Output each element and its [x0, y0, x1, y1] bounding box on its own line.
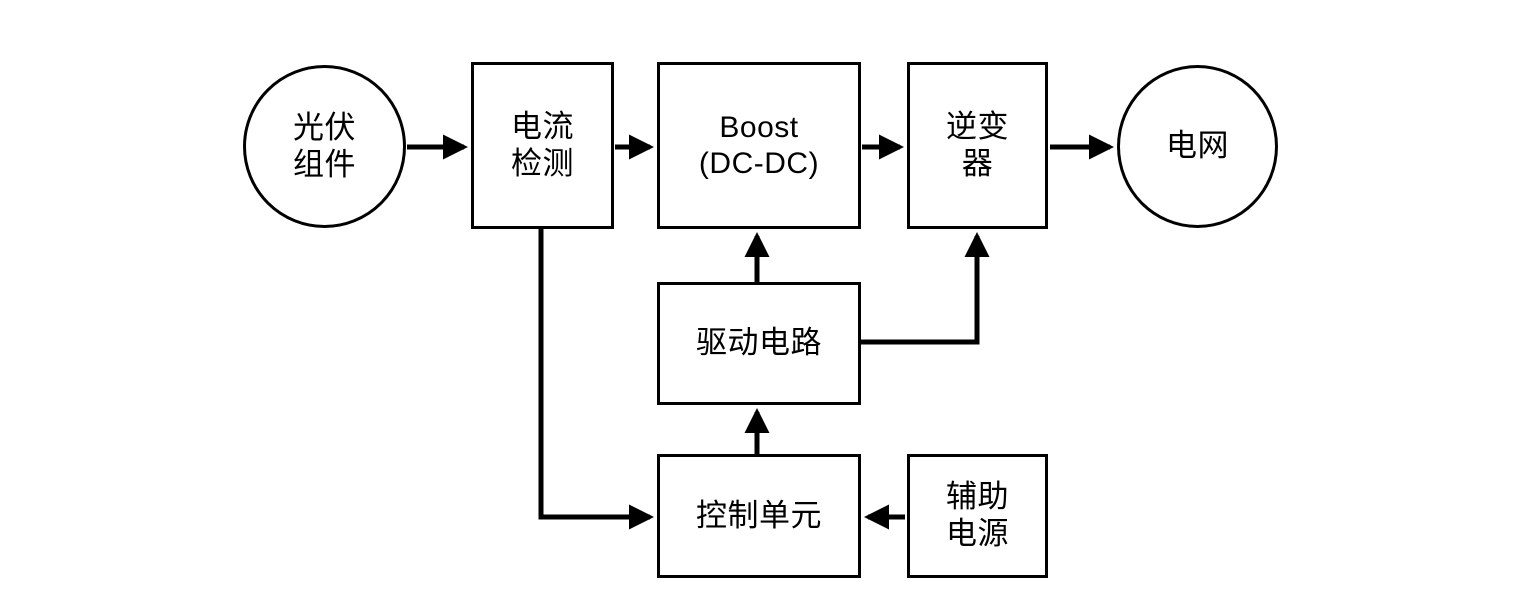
node-current-detection[interactable]: 电流 检测 [471, 62, 614, 229]
node-drive-circuit-label: 驱动电路 [696, 325, 822, 361]
node-auxiliary-power-label: 辅助 电源 [946, 479, 1009, 551]
node-power-grid[interactable]: 电网 [1117, 65, 1278, 228]
node-power-grid-label: 电网 [1166, 128, 1229, 164]
node-drive-circuit[interactable]: 驱动电路 [657, 282, 861, 405]
node-control-unit-label: 控制单元 [696, 497, 822, 533]
node-pv-module[interactable]: 光伏 组件 [243, 65, 406, 228]
node-control-unit[interactable]: 控制单元 [657, 454, 861, 578]
node-current-detection-label: 电流 检测 [511, 108, 574, 181]
node-inverter[interactable]: 逆变 器 [907, 62, 1048, 229]
node-boost-converter[interactable]: Boost (DC-DC) [657, 62, 861, 229]
node-auxiliary-power[interactable]: 辅助 电源 [907, 454, 1048, 578]
node-inverter-label: 逆变 器 [946, 108, 1009, 181]
node-pv-module-label: 光伏 组件 [293, 109, 356, 182]
connector-current-detection-to-control-unit [538, 229, 655, 530]
connector-drive-circuit-to-inverter [861, 231, 990, 345]
node-boost-converter-label: Boost (DC-DC) [698, 111, 820, 180]
